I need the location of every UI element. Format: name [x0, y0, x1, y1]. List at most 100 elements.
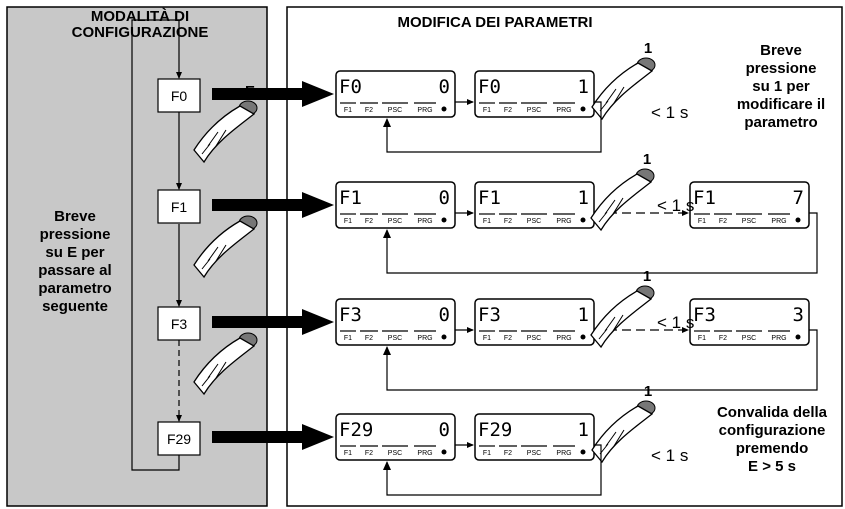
finger-lines — [201, 129, 227, 155]
step-box — [157, 306, 201, 341]
finger-lines — [598, 197, 624, 223]
key1-press-finger: 1 — [590, 268, 655, 349]
lcd-button-label: PSC — [388, 218, 402, 225]
lcd-button-label: F1 — [698, 335, 706, 342]
key1-press-finger: 1 — [591, 40, 656, 121]
lcd-button-label: PSC — [527, 335, 541, 342]
lcd-value-label: 1 — [578, 187, 589, 209]
lcd-value-label: 1 — [578, 419, 589, 441]
lcd-prg-dot — [580, 217, 586, 223]
left-note-line: su E per — [45, 244, 105, 261]
lcd-button-label: F2 — [365, 107, 373, 114]
lcd-button-label: PRG — [417, 107, 432, 114]
lcd-param-label: F29 — [478, 419, 512, 441]
lcd-button-label: F1 — [344, 218, 352, 225]
right-note-bottom-line: premendo — [735, 440, 809, 457]
big-arrow-head — [302, 192, 334, 218]
lcd-button-label: PRG — [417, 218, 432, 225]
lcd-button-label: F2 — [504, 107, 512, 114]
lcd-button-label: F1 — [483, 218, 491, 225]
step-f3: F3 — [157, 306, 201, 341]
lcd-button-label: PSC — [527, 107, 541, 114]
lcd-prg-dot — [441, 106, 447, 112]
lcd-frame — [689, 298, 810, 346]
lcd-button-label: PRG — [556, 450, 571, 457]
lcd-frame — [474, 413, 595, 461]
lcd-prg-dot — [580, 334, 586, 340]
left-note-line: parametro — [38, 280, 112, 297]
lcd-param-label: F1 — [339, 187, 362, 209]
step-label: F0 — [171, 88, 188, 104]
left-panel-title: MODALITÀ DI CONFIGURAZIONE — [30, 9, 250, 41]
lcd-button-label: F2 — [504, 218, 512, 225]
lcd-button-label: F2 — [365, 335, 373, 342]
lcd-prg-dot — [580, 106, 586, 112]
left-note-line: pressione — [39, 226, 111, 243]
step-f0: F0 — [157, 78, 201, 113]
finger-lines — [201, 361, 227, 387]
lcd-button-label: PRG — [417, 335, 432, 342]
right-panel-title: MODIFICA DEI PARAMETRI — [397, 14, 593, 31]
big-arrow-shaft — [212, 431, 304, 443]
right-note-bottom-line: Convalida della — [716, 404, 828, 421]
finger-key-label: 1 — [643, 268, 651, 285]
lcd-param-label: F29 — [339, 419, 373, 441]
left-title-line1: MODALITÀ DI — [90, 8, 190, 25]
right-note-top-line: pressione — [745, 60, 817, 77]
step-box — [157, 421, 201, 456]
lcd-button-label: F2 — [719, 218, 727, 225]
lcd-button-label: PRG — [556, 218, 571, 225]
finger-lines — [201, 244, 227, 270]
left-title-line2: CONFIGURAZIONE — [71, 24, 209, 41]
lcd-button-label: PSC — [388, 335, 402, 342]
lcd-button-label: F1 — [483, 335, 491, 342]
lcd-button-label: F1 — [344, 107, 352, 114]
lcd-value-label: 7 — [793, 187, 804, 209]
time-label: < 1 s — [657, 313, 694, 332]
right-note-top-line: parametro — [744, 114, 818, 131]
lcd-button-label: PSC — [742, 218, 756, 225]
finger-key-label: 1 — [644, 383, 652, 400]
lcd-button-label: F2 — [719, 335, 727, 342]
time-label: < 1 s — [657, 196, 694, 215]
lcd-param-label: F1 — [478, 187, 501, 209]
finger-key-label: 1 — [643, 151, 651, 168]
big-arrow-head — [302, 81, 334, 107]
time-label: < 1 s — [651, 446, 688, 465]
lcd-param-label: F0 — [339, 76, 362, 98]
return-loop — [383, 212, 818, 274]
lcd-frame — [335, 298, 456, 346]
lcd-value-label: 0 — [439, 76, 450, 98]
finger-lines — [598, 314, 624, 340]
lcd-param-label: F3 — [478, 304, 501, 326]
right-note-top: Breve pressione su 1 per modificare il p… — [722, 42, 840, 132]
lcd-frame — [474, 298, 595, 346]
return-loop — [383, 444, 602, 496]
lcd-button-label: F1 — [344, 450, 352, 457]
right-note-bottom: Convalida della configurazione premendo … — [703, 404, 841, 476]
lcd-prg-dot — [441, 334, 447, 340]
lcd-frame — [474, 181, 595, 229]
lcd-value-label: 0 — [439, 419, 450, 441]
lcd-param-label: F3 — [339, 304, 362, 326]
lcd-frame — [689, 181, 810, 229]
lcd-value-label: 0 — [439, 187, 450, 209]
lcd-button-label: PSC — [388, 450, 402, 457]
step-label: F29 — [167, 431, 191, 447]
lcd-prg-dot — [795, 217, 801, 223]
return-loop — [383, 101, 602, 153]
step-f1: F1 — [157, 189, 201, 224]
lcd-frame — [335, 70, 456, 118]
lcd-value-label: 0 — [439, 304, 450, 326]
lcd-frame — [474, 70, 595, 118]
lcd-param-label: F3 — [693, 304, 716, 326]
lcd-value-label: 1 — [578, 304, 589, 326]
